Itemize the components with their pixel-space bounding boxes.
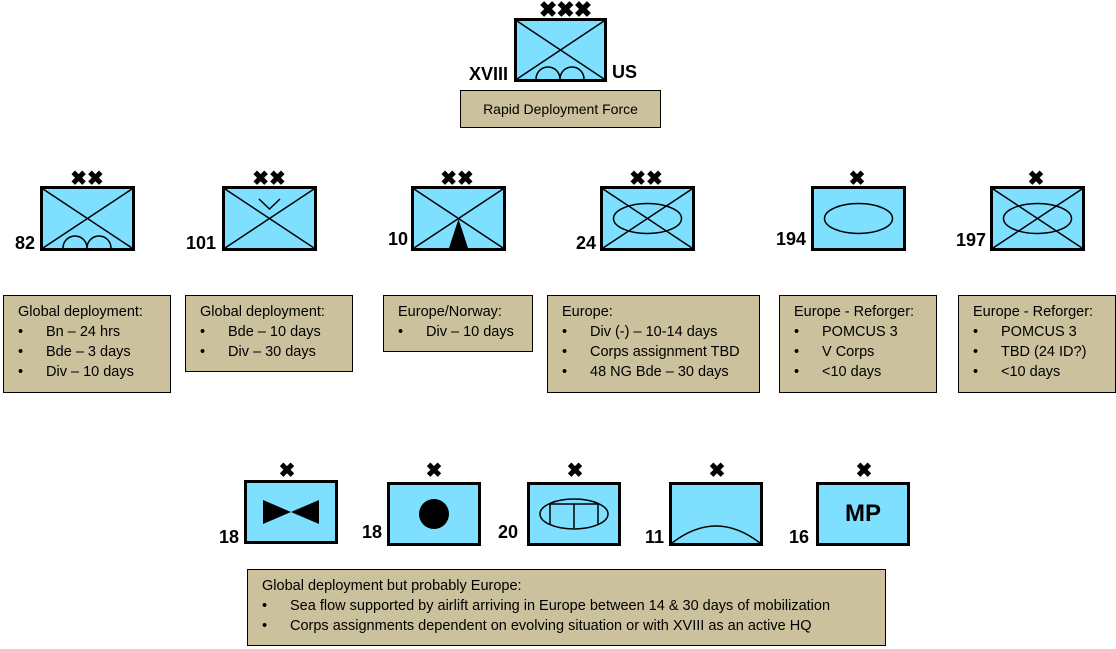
list-item: POMCUS 3 xyxy=(794,322,928,342)
list-item: <10 days xyxy=(794,362,928,382)
info-box-197: Europe - Reforger: POMCUS 3 TBD (24 ID?)… xyxy=(958,295,1116,393)
info-box-title: Europe - Reforger: xyxy=(973,304,1094,320)
list-item: Div – 10 days xyxy=(18,362,162,382)
unit-number-197: 197 xyxy=(956,230,987,250)
rdf-caption: Rapid Deployment Force xyxy=(460,90,661,128)
list-item: <10 days xyxy=(973,362,1107,382)
info-box-24: Europe: Div (-) – 10-14 days Corps assig… xyxy=(547,295,760,393)
list-item: TBD (24 ID?) xyxy=(973,342,1107,362)
unit-symbol-18 xyxy=(387,482,481,546)
unit-symbol-10-mountain xyxy=(411,186,506,251)
unit-number-16: 16 xyxy=(789,527,810,547)
list-item: 48 NG Bde – 30 days xyxy=(562,362,751,382)
echelon-24: ✖✖ xyxy=(629,168,663,190)
unit-number-194: 194 xyxy=(776,229,807,249)
info-box-101: Global deployment: Bde – 10 days Div – 3… xyxy=(185,295,353,372)
list-item: V Corps xyxy=(794,342,928,362)
info-box-title: Global deployment but probably Europe: xyxy=(262,578,522,594)
unit-symbol-194-armor xyxy=(811,186,906,251)
echelon-101: ✖✖ xyxy=(252,168,286,190)
echelon-82: ✖✖ xyxy=(70,168,104,190)
unit-symbol-11 xyxy=(669,482,763,546)
unit-symbol-16-military-police: MP xyxy=(816,482,910,546)
echelon-194: ✖ xyxy=(848,168,866,190)
unit-symbol-24-mech-infantry xyxy=(600,186,695,251)
unit-symbol-82-airborne xyxy=(40,186,135,251)
corps-right-label: US xyxy=(612,62,638,82)
list-item: Bn – 24 hrs xyxy=(18,322,162,342)
list-item: Corps assignments dependent on evolving … xyxy=(262,616,877,636)
list-item: POMCUS 3 xyxy=(973,322,1107,342)
unit-number-20: 20 xyxy=(498,522,519,542)
list-item: Corps assignment TBD xyxy=(562,342,751,362)
info-box-title: Europe: xyxy=(562,304,613,320)
list-item: Bde – 3 days xyxy=(18,342,162,362)
echelon-18: ✖ xyxy=(425,460,443,482)
echelon-20: ✖ xyxy=(566,460,584,482)
unit-number-24: 24 xyxy=(576,233,597,253)
unit-number-82: 82 xyxy=(15,233,36,253)
list-item: Div (-) – 10-14 days xyxy=(562,322,751,342)
list-item: Bde – 10 days xyxy=(200,322,344,342)
unit-symbol-20 xyxy=(527,482,621,546)
list-item: Div – 30 days xyxy=(200,342,344,362)
info-box-title: Global deployment: xyxy=(200,304,325,320)
unit-symbol-corps xyxy=(514,18,607,82)
echelon-corps: ✖✖✖ xyxy=(538,0,592,22)
unit-number-11: 11 xyxy=(645,527,665,547)
info-box-title: Global deployment: xyxy=(18,304,143,320)
echelon-197: ✖ xyxy=(1027,168,1045,190)
echelon-16: ✖ xyxy=(855,460,873,482)
echelon-11: ✖ xyxy=(708,460,726,482)
mp-symbol-text: MP xyxy=(845,500,881,527)
list-item: Div – 10 days xyxy=(398,322,524,342)
info-box-title: Europe/Norway: xyxy=(398,304,502,320)
unit-symbol-197-mech-infantry xyxy=(990,186,1085,251)
unit-number-18-engineer: 18 xyxy=(219,527,240,547)
unit-number-10: 10 xyxy=(388,229,409,249)
info-box-194: Europe - Reforger: POMCUS 3 V Corps <10 … xyxy=(779,295,937,393)
info-box-title: Europe - Reforger: xyxy=(794,304,915,320)
echelon-18-engineer: ✖ xyxy=(278,460,296,482)
unit-number-101: 101 xyxy=(186,233,217,253)
info-box-10: Europe/Norway: Div – 10 days xyxy=(383,295,533,352)
list-item: Sea flow supported by airlift arriving i… xyxy=(262,596,877,616)
echelon-10: ✖✖ xyxy=(440,168,474,190)
unit-symbol-101-air-assault xyxy=(222,186,317,251)
corps-left-label: XVIII xyxy=(469,64,509,84)
unit-number-18: 18 xyxy=(362,522,383,542)
info-box-bottom: Global deployment but probably Europe: S… xyxy=(247,569,886,646)
unit-symbol-18-engineer xyxy=(244,480,338,544)
info-box-82: Global deployment: Bn – 24 hrs Bde – 3 d… xyxy=(3,295,171,393)
